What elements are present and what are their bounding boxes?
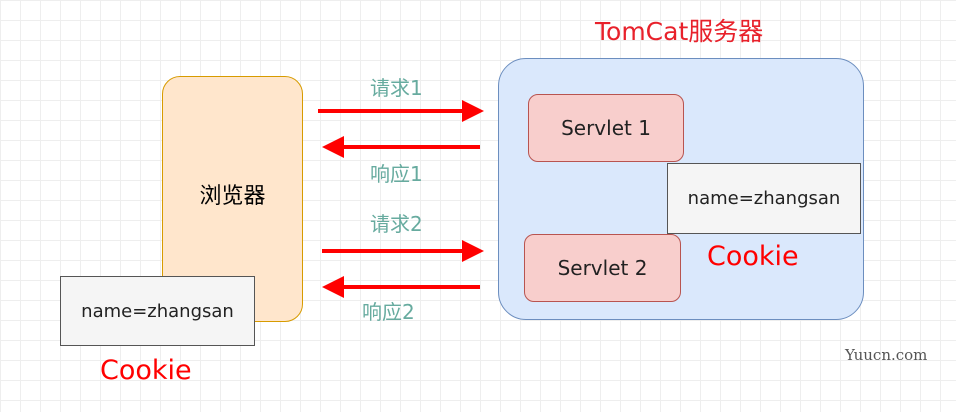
server-title: TomCat服务器 — [595, 17, 764, 46]
response-1-label: 响应1 — [370, 162, 423, 186]
server-cookie-label: Cookie — [707, 241, 799, 272]
request-2-label: 请求2 — [370, 212, 423, 236]
response-2-label: 响应2 — [362, 300, 415, 324]
request-1-arrowhead — [462, 100, 484, 122]
servlet-1-label: Servlet 1 — [561, 116, 651, 140]
server-cookie-value: name=zhangsan — [687, 188, 841, 209]
browser-cookie-label: Cookie — [100, 355, 192, 386]
servlet-2-box: Servlet 2 — [524, 234, 681, 302]
servlet-2-label: Servlet 2 — [557, 256, 648, 280]
servlet-1-box: Servlet 1 — [528, 94, 684, 162]
request-1-label: 请求1 — [370, 76, 423, 100]
browser-label: 浏览器 — [199, 184, 266, 209]
browser-cookie-value: name=zhangsan — [81, 300, 234, 322]
response-2-arrowhead — [322, 276, 344, 298]
response-1-arrowhead — [322, 136, 344, 158]
request-2-arrowhead — [462, 240, 484, 262]
watermark: Yuucn.com — [845, 346, 928, 364]
browser-cookie-box: name=zhangsan — [60, 276, 255, 346]
server-cookie-box: name=zhangsan — [667, 163, 861, 234]
